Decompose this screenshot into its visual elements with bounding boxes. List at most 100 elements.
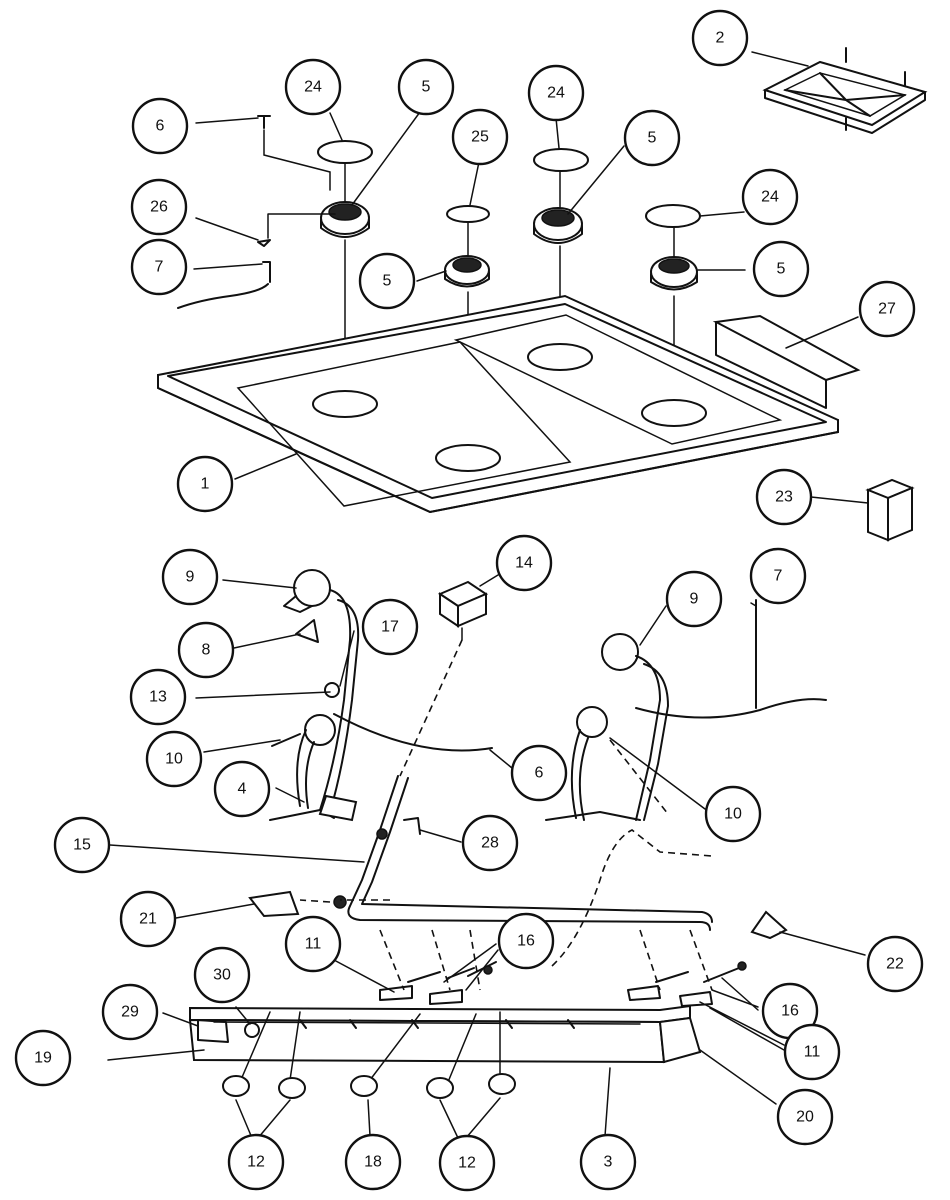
orifice-parts xyxy=(379,961,747,1007)
callout-c-22: 22 xyxy=(866,935,924,993)
callout-circle xyxy=(14,1029,72,1087)
callout-c-10a: 10 xyxy=(145,730,203,788)
control-knobs xyxy=(222,1073,516,1099)
callout-circle xyxy=(749,547,807,605)
callout-circle xyxy=(858,280,916,338)
callout-label: 10 xyxy=(165,751,183,768)
callout-label: 11 xyxy=(804,1044,821,1061)
left-valve-assembly xyxy=(269,569,493,822)
callout-circle xyxy=(227,1133,285,1191)
callout-circle xyxy=(344,1133,402,1191)
callout-circle xyxy=(665,570,723,628)
control-panel-box xyxy=(188,1004,702,1083)
callout-c-18: 18 xyxy=(344,1133,402,1191)
callout-label: 29 xyxy=(121,1004,139,1021)
burner-caps xyxy=(317,140,701,228)
callout-circle xyxy=(361,598,419,656)
callout-c-28: 28 xyxy=(461,814,519,872)
callout-c-20: 20 xyxy=(776,1088,834,1146)
callout-circle xyxy=(741,168,799,226)
callout-c-8: 8 xyxy=(177,621,235,679)
callout-label: 12 xyxy=(458,1155,476,1172)
callout-c-5a: 5 xyxy=(397,58,455,116)
callout-c-12b: 12 xyxy=(438,1134,496,1192)
callout-label: 20 xyxy=(796,1109,814,1126)
callout-c-21: 21 xyxy=(119,890,177,948)
callout-circle xyxy=(131,97,189,155)
callout-circle xyxy=(579,1133,637,1191)
callout-c-27: 27 xyxy=(858,280,916,338)
callout-label: 22 xyxy=(886,956,904,973)
callout-c-9a: 9 xyxy=(161,548,219,606)
callout-circle xyxy=(177,621,235,679)
callout-c-9b: 9 xyxy=(665,570,723,628)
leader-lines xyxy=(107,51,869,1139)
callout-c-16a: 16 xyxy=(497,912,555,970)
callout-c-13: 13 xyxy=(129,668,187,726)
callout-circle xyxy=(495,534,553,592)
callout-label: 4 xyxy=(238,781,247,798)
callout-c-7a: 7 xyxy=(130,238,188,296)
callout-circle xyxy=(691,9,749,67)
callout-label: 19 xyxy=(34,1050,52,1067)
callout-label: 14 xyxy=(515,555,533,572)
callout-c-4: 4 xyxy=(213,760,271,818)
screw-and-clip-parts xyxy=(177,115,336,309)
callout-label: 13 xyxy=(149,689,167,706)
callout-c-24b: 24 xyxy=(527,64,585,122)
callout-label: 21 xyxy=(139,911,157,928)
callout-label: 30 xyxy=(213,967,231,984)
callout-circle xyxy=(461,814,519,872)
callout-label: 3 xyxy=(604,1154,613,1171)
callout-label: 5 xyxy=(777,261,786,278)
callout-c-3: 3 xyxy=(579,1133,637,1191)
callout-c-17: 17 xyxy=(361,598,419,656)
callout-label: 9 xyxy=(690,591,699,608)
callout-c-6a: 6 xyxy=(131,97,189,155)
callout-c-7b: 7 xyxy=(749,547,807,605)
callout-circle xyxy=(101,983,159,1041)
callout-label: 15 xyxy=(73,837,91,854)
main-top-panel xyxy=(157,294,839,514)
callout-label: 6 xyxy=(156,118,165,135)
callout-circle xyxy=(397,58,455,116)
callout-label: 25 xyxy=(471,129,489,146)
right-valve-assembly xyxy=(545,599,827,821)
callout-c-15: 15 xyxy=(53,816,111,874)
callout-c-26: 26 xyxy=(130,178,188,236)
callout-circle xyxy=(451,108,509,166)
callout-c-11a: 11 xyxy=(284,915,342,973)
callout-circle xyxy=(776,1088,834,1146)
callout-c-30: 30 xyxy=(193,946,251,1004)
callout-circle xyxy=(510,744,568,802)
grate-part xyxy=(762,47,928,134)
callout-c-1: 1 xyxy=(176,455,234,513)
callout-label: 26 xyxy=(150,199,168,216)
callout-label: 10 xyxy=(724,806,742,823)
callout-circle xyxy=(53,816,111,874)
callout-circle xyxy=(284,58,342,116)
callout-c-5c: 5 xyxy=(358,252,416,310)
callout-label: 16 xyxy=(781,1003,799,1020)
callout-label: 17 xyxy=(381,619,399,636)
callout-c-5d: 5 xyxy=(752,240,810,298)
callout-circle xyxy=(866,935,924,993)
callout-c-11b: 11 xyxy=(783,1023,841,1081)
callout-c-19: 19 xyxy=(14,1029,72,1087)
callout-label: 5 xyxy=(648,130,657,147)
callout-label: 7 xyxy=(774,568,783,585)
callout-label: 16 xyxy=(517,933,535,950)
callout-label: 1 xyxy=(201,476,210,493)
callout-c-29: 29 xyxy=(101,983,159,1041)
callout-c-14: 14 xyxy=(495,534,553,592)
callout-c-10b: 10 xyxy=(704,785,762,843)
callout-c-6b: 6 xyxy=(510,744,568,802)
callout-c-5b: 5 xyxy=(623,109,681,167)
callout-label: 24 xyxy=(761,189,779,206)
small-brackets xyxy=(248,890,788,940)
callout-circle xyxy=(284,915,342,973)
callout-circle xyxy=(193,946,251,1004)
callout-label: 9 xyxy=(186,569,195,586)
callout-label: 24 xyxy=(547,85,565,102)
